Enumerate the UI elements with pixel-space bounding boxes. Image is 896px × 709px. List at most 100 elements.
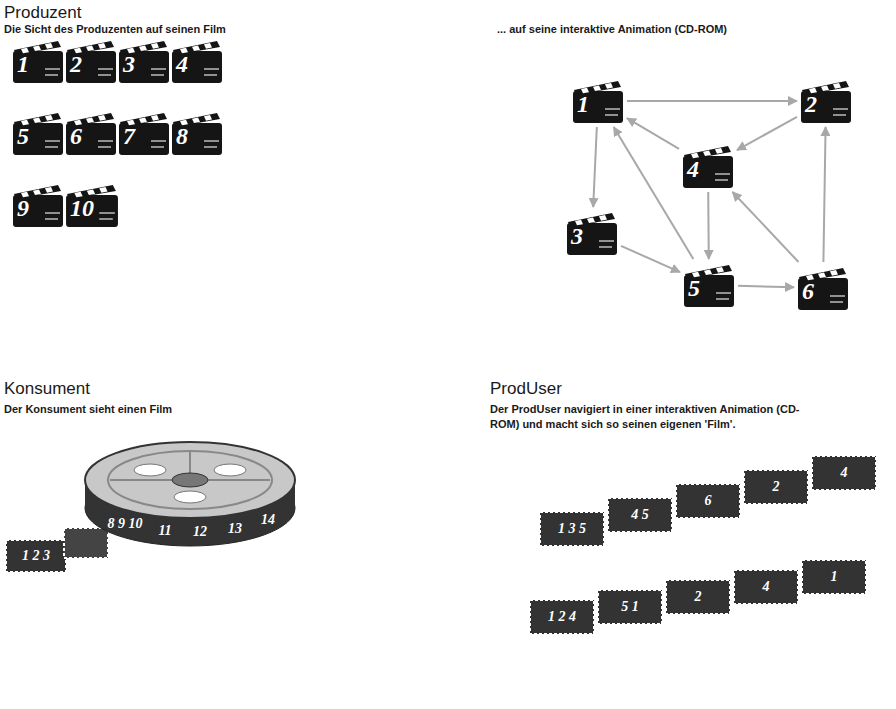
- clapper-stripe: [33, 190, 41, 196]
- film-frame: [540, 512, 604, 546]
- navigation-arrow: [621, 246, 680, 272]
- scene-number: 2: [70, 52, 82, 76]
- slate-detail: [98, 146, 111, 148]
- clapper-stripe: [192, 46, 200, 52]
- slate-body: [66, 51, 116, 83]
- clapperboard: 5: [683, 262, 735, 308]
- navigation-arrow: [738, 286, 794, 287]
- slate-detail: [716, 298, 729, 300]
- clapperboard: 9: [12, 182, 64, 228]
- clapper-stripe: [45, 187, 53, 193]
- reel-hub: [172, 473, 208, 487]
- film-frame: [676, 484, 740, 518]
- frame-number: 1 3 5: [556, 521, 588, 536]
- clapper-stripe: [830, 270, 838, 276]
- clapper-stripe: [715, 148, 723, 154]
- clapperboard: 2: [65, 38, 117, 84]
- scene-number: 9: [17, 196, 29, 220]
- slate-body: [13, 123, 63, 155]
- film-frame: [530, 600, 594, 634]
- frame-number: 11: [156, 523, 173, 538]
- clapperboard: 5: [12, 110, 64, 156]
- clapper-stripe: [33, 46, 41, 52]
- clapperboard: 4: [171, 38, 223, 84]
- slate-detail: [151, 68, 166, 70]
- clapper-stripe: [821, 86, 829, 92]
- slate-detail: [98, 68, 113, 70]
- film-frame: [734, 570, 798, 604]
- clapper-stripe: [45, 115, 53, 121]
- frame-number: 1: [829, 569, 840, 584]
- frame-number: 1 2 4: [546, 609, 578, 624]
- slate-detail: [45, 68, 60, 70]
- slate-detail: [204, 68, 219, 70]
- frame-number: 2: [693, 589, 704, 604]
- clapper-stripe: [716, 267, 724, 273]
- frame-number: 2: [771, 479, 782, 494]
- frame-number: 4 5: [629, 507, 651, 522]
- slate-body: [798, 278, 848, 310]
- clapper-stripe: [98, 115, 106, 121]
- slate-body: [683, 156, 733, 188]
- scene-number: 4: [176, 52, 188, 76]
- section-subtitle: Der ProdUser navigiert in einer interakt…: [490, 402, 820, 432]
- slate-detail: [45, 146, 58, 148]
- section-heading: ProdUser: [490, 380, 562, 399]
- film-frame: [64, 528, 108, 558]
- slate-detail: [151, 140, 166, 142]
- clapper-stripe: [703, 151, 711, 157]
- navigation-arrow: [733, 192, 799, 262]
- clapper-stripe: [151, 43, 159, 49]
- scene-number: 3: [571, 224, 583, 248]
- clapperboard: 6: [65, 110, 117, 156]
- frame-number: 14: [259, 512, 277, 527]
- slate-detail: [833, 114, 846, 116]
- section-subtitle: Der Konsument sieht einen Film: [4, 402, 172, 417]
- section-heading: Produzent: [4, 4, 82, 23]
- film-frame: [744, 470, 808, 504]
- scene-number: 8: [176, 124, 188, 148]
- slate-detail: [99, 218, 113, 220]
- clapper-stripe: [599, 215, 607, 221]
- frame-number: 4: [839, 465, 850, 480]
- clapper-stripe: [139, 46, 147, 52]
- slate-detail: [98, 140, 113, 142]
- navigation-arrow: [823, 127, 825, 262]
- slate-detail: [833, 108, 848, 110]
- clapperboard: 3: [566, 210, 618, 256]
- frame-number: 4: [761, 579, 772, 594]
- clapperboard: 8: [171, 110, 223, 156]
- film-frame: [812, 456, 876, 490]
- film-frame: [666, 580, 730, 614]
- slate-detail: [716, 292, 731, 294]
- frame-number: 5 1: [619, 599, 641, 614]
- scene-number: 6: [70, 124, 82, 148]
- frame-number: 6: [703, 493, 714, 508]
- slate-detail: [715, 179, 728, 181]
- slate-detail: [204, 146, 217, 148]
- slate-body: [172, 51, 222, 83]
- scene-number: 2: [805, 92, 817, 116]
- film-frame: [802, 560, 866, 594]
- scene-number: 1: [577, 92, 589, 116]
- clapper-stripe: [86, 46, 94, 52]
- scene-number: 1: [17, 52, 29, 76]
- clapper-stripe: [33, 118, 41, 124]
- frame-number: 1 2 3: [20, 548, 52, 563]
- section-subtitle: Die Sicht des Produzenten auf seinen Fil…: [4, 22, 226, 37]
- slate-body: [66, 195, 118, 227]
- frame-number: 12: [191, 524, 209, 539]
- navigation-arrow: [627, 100, 797, 102]
- navigation-arrow: [707, 192, 710, 259]
- navigation-arrow: [614, 127, 694, 259]
- scene-number: 3: [123, 52, 135, 76]
- slate-detail: [830, 295, 845, 297]
- clapperboard: 7: [118, 110, 170, 156]
- navigation-arrow: [593, 127, 597, 207]
- slate-body: [684, 275, 734, 307]
- slate-detail: [204, 74, 217, 76]
- clapper-stripe: [833, 83, 841, 89]
- clapper-stripe: [818, 273, 826, 279]
